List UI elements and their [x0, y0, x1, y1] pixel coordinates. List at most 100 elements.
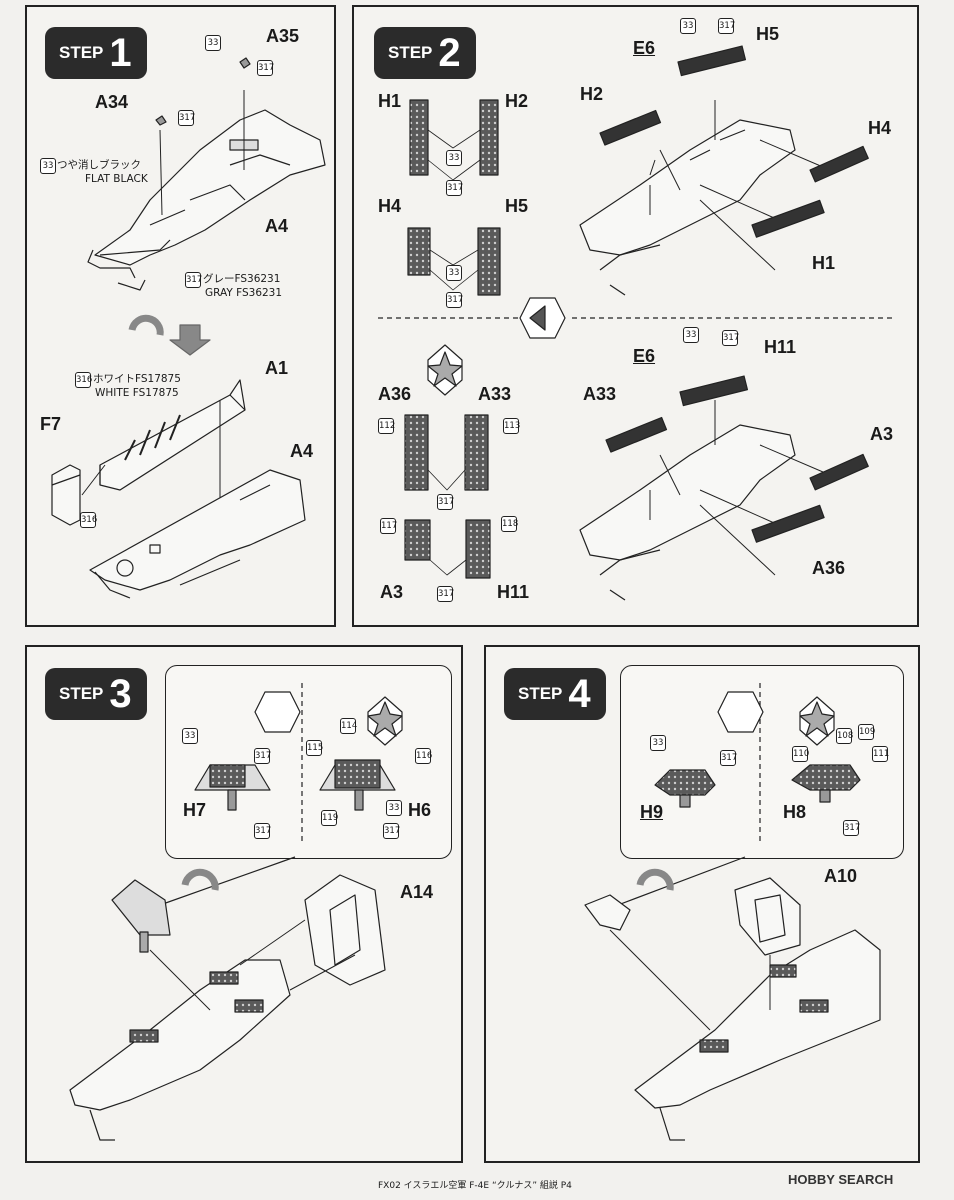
- step4-code-110: 110: [792, 746, 809, 762]
- step4-part-a10: [734, 877, 801, 956]
- step2-label-h11-right: H11: [764, 337, 797, 357]
- step2-label-h4-right: H4: [868, 118, 892, 138]
- step3-code-33b: 33: [386, 800, 402, 816]
- step2-label-h2: H2: [505, 91, 529, 111]
- step1-label-a34: A34: [95, 92, 129, 112]
- step2-decal-a36: [404, 414, 429, 491]
- step2-decal-h5: [477, 227, 501, 296]
- step2-code-113: 113: [503, 418, 520, 434]
- step4-code-111: 111: [872, 746, 889, 762]
- step2-panel-a33: [605, 416, 668, 453]
- brand-watermark: HOBBY SEARCH: [788, 1172, 894, 1187]
- step1-paint-gray-jp: グレーFS36231: [203, 273, 281, 285]
- step1-code-316a: 316: [75, 372, 92, 388]
- step1-label-a1: A1: [265, 358, 289, 378]
- step2-label-h5-right: H5: [756, 24, 780, 44]
- step4-decal-h8: [791, 764, 861, 803]
- step2-code-112: 112: [378, 418, 395, 434]
- step1-code-33a: 33: [205, 35, 221, 51]
- step3-label-h7: H7: [183, 800, 207, 820]
- step1-label-a4-lower: A4: [290, 441, 314, 461]
- step2-panel-h1: [751, 199, 825, 238]
- step1-code-317b: 317: [178, 110, 195, 126]
- step2-panel-h5: [677, 45, 747, 77]
- step1-paint-flat-en: FLAT BLACK: [85, 173, 148, 185]
- step4-decal-h9: [654, 769, 716, 808]
- step2-code-317f: 317: [722, 330, 739, 346]
- step2-decal-h1: [409, 99, 429, 176]
- step1-paint-white-en: WHITE FS17875: [95, 387, 179, 399]
- step2-decal-a33: [464, 414, 489, 491]
- step2-label-a36-right: A36: [812, 558, 846, 578]
- step3-inset: [165, 665, 452, 859]
- step4-label-a10: A10: [824, 866, 858, 886]
- step1-paint-white-jp: ホワイトFS17875: [93, 373, 181, 385]
- step2-code-118: 118: [501, 516, 518, 532]
- step2-code-117: 117: [380, 518, 397, 534]
- step1-tub-upper: [87, 57, 326, 291]
- step2-code-33b: 33: [446, 265, 462, 281]
- step2-label-a3: A3: [380, 582, 404, 602]
- step2-decal-h4: [407, 227, 431, 276]
- step3-label-h6: H6: [408, 800, 432, 820]
- step2-label-h1: H1: [378, 91, 402, 111]
- step1-paint-gray-en: GRAY FS36231: [205, 287, 283, 299]
- step4-code-108: 108: [836, 728, 853, 744]
- step4-code-33: 33: [650, 735, 666, 751]
- step2-panel-h2: [599, 109, 662, 146]
- step3-code-317c: 317: [383, 823, 400, 839]
- step2-code-317d: 317: [437, 494, 454, 510]
- step2-code-317a: 317: [446, 180, 463, 196]
- step2-decal-h11: [465, 519, 491, 579]
- step3-code-115: 115: [306, 740, 323, 756]
- step4-code-317a: 317: [720, 750, 737, 766]
- step2-decal-h2: [479, 99, 499, 176]
- step2-label-h11: H11: [497, 582, 530, 602]
- step1-code-33b: 33: [40, 158, 56, 174]
- step1-code-317a: 317: [257, 60, 274, 76]
- step3-code-317b-left: 317: [254, 823, 271, 839]
- step2-code-317b: 317: [446, 292, 463, 308]
- step1-part-f7: [51, 464, 106, 526]
- step2-tub-top: [579, 100, 831, 296]
- step2-code-33d: 33: [683, 327, 699, 343]
- step1-label-a35: A35: [266, 26, 300, 46]
- step1-part-a4-lower: [89, 469, 306, 599]
- step3-decal-h6: [319, 759, 396, 811]
- step3-part-h7-3d: [111, 879, 171, 953]
- step2-panel-h4: [809, 145, 869, 183]
- step4-code-317b: 317: [843, 820, 860, 836]
- step2-label-h4: H4: [378, 196, 402, 216]
- step2-label-a3-right: A3: [870, 424, 894, 444]
- step2-label-h5: H5: [505, 196, 529, 216]
- step2-code-317c: 317: [718, 18, 735, 34]
- step4-label-h9: H9: [640, 802, 664, 822]
- step4-part-h9-3d: [584, 894, 631, 931]
- step2-tub-bottom: [579, 400, 831, 601]
- step4-tub: [609, 929, 881, 1141]
- step1-paint-flat-jp: つや消しブラック: [57, 159, 141, 171]
- step2-panel-a36: [751, 504, 825, 543]
- step1-label-f7: F7: [40, 414, 62, 434]
- step2-label-e6-bottom: E6: [633, 346, 656, 366]
- step2-label-h1-right: H1: [812, 253, 836, 273]
- step2-panel-h11: [679, 375, 749, 407]
- step1-label-a4-upper: A4: [265, 216, 289, 236]
- step2-code-317e: 317: [437, 586, 454, 602]
- step3-code-33a: 33: [182, 728, 198, 744]
- page-footer: FX02 イスラエル空軍 F-4E “クルナス” 組説 P4: [378, 1181, 572, 1191]
- step2-label-a36: A36: [378, 384, 412, 404]
- step2-code-33c: 33: [680, 18, 696, 34]
- step3-code-116: 116: [415, 748, 432, 764]
- step3-label-a14: A14: [400, 882, 434, 902]
- step2-label-h2-right: H2: [580, 84, 604, 104]
- step2-panel-a3: [809, 453, 869, 491]
- step3-code-119: 119: [321, 810, 338, 826]
- step4-label-h8: H8: [783, 802, 807, 822]
- step2-label-e6: E6: [633, 38, 656, 58]
